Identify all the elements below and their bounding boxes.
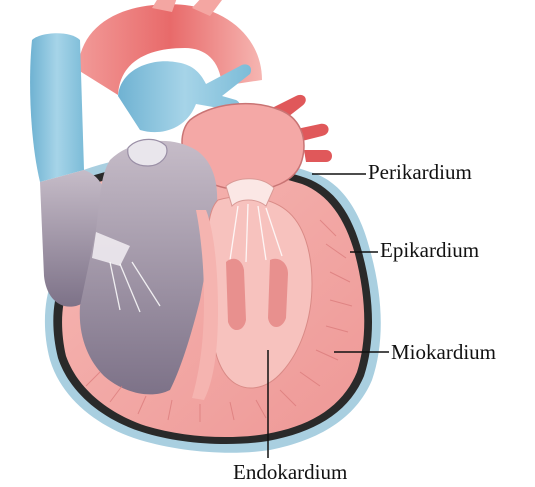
- label-endokardium: Endokardium: [233, 462, 347, 483]
- label-miokardium: Miokardium: [391, 342, 496, 363]
- papillary-muscle-right: [268, 259, 288, 327]
- label-epikardium: Epikardium: [380, 240, 479, 261]
- papillary-muscle-left: [226, 259, 246, 330]
- superior-vena-cava: [30, 33, 84, 182]
- pulmonary-valve: [128, 139, 167, 166]
- label-perikardium: Perikardium: [368, 162, 472, 183]
